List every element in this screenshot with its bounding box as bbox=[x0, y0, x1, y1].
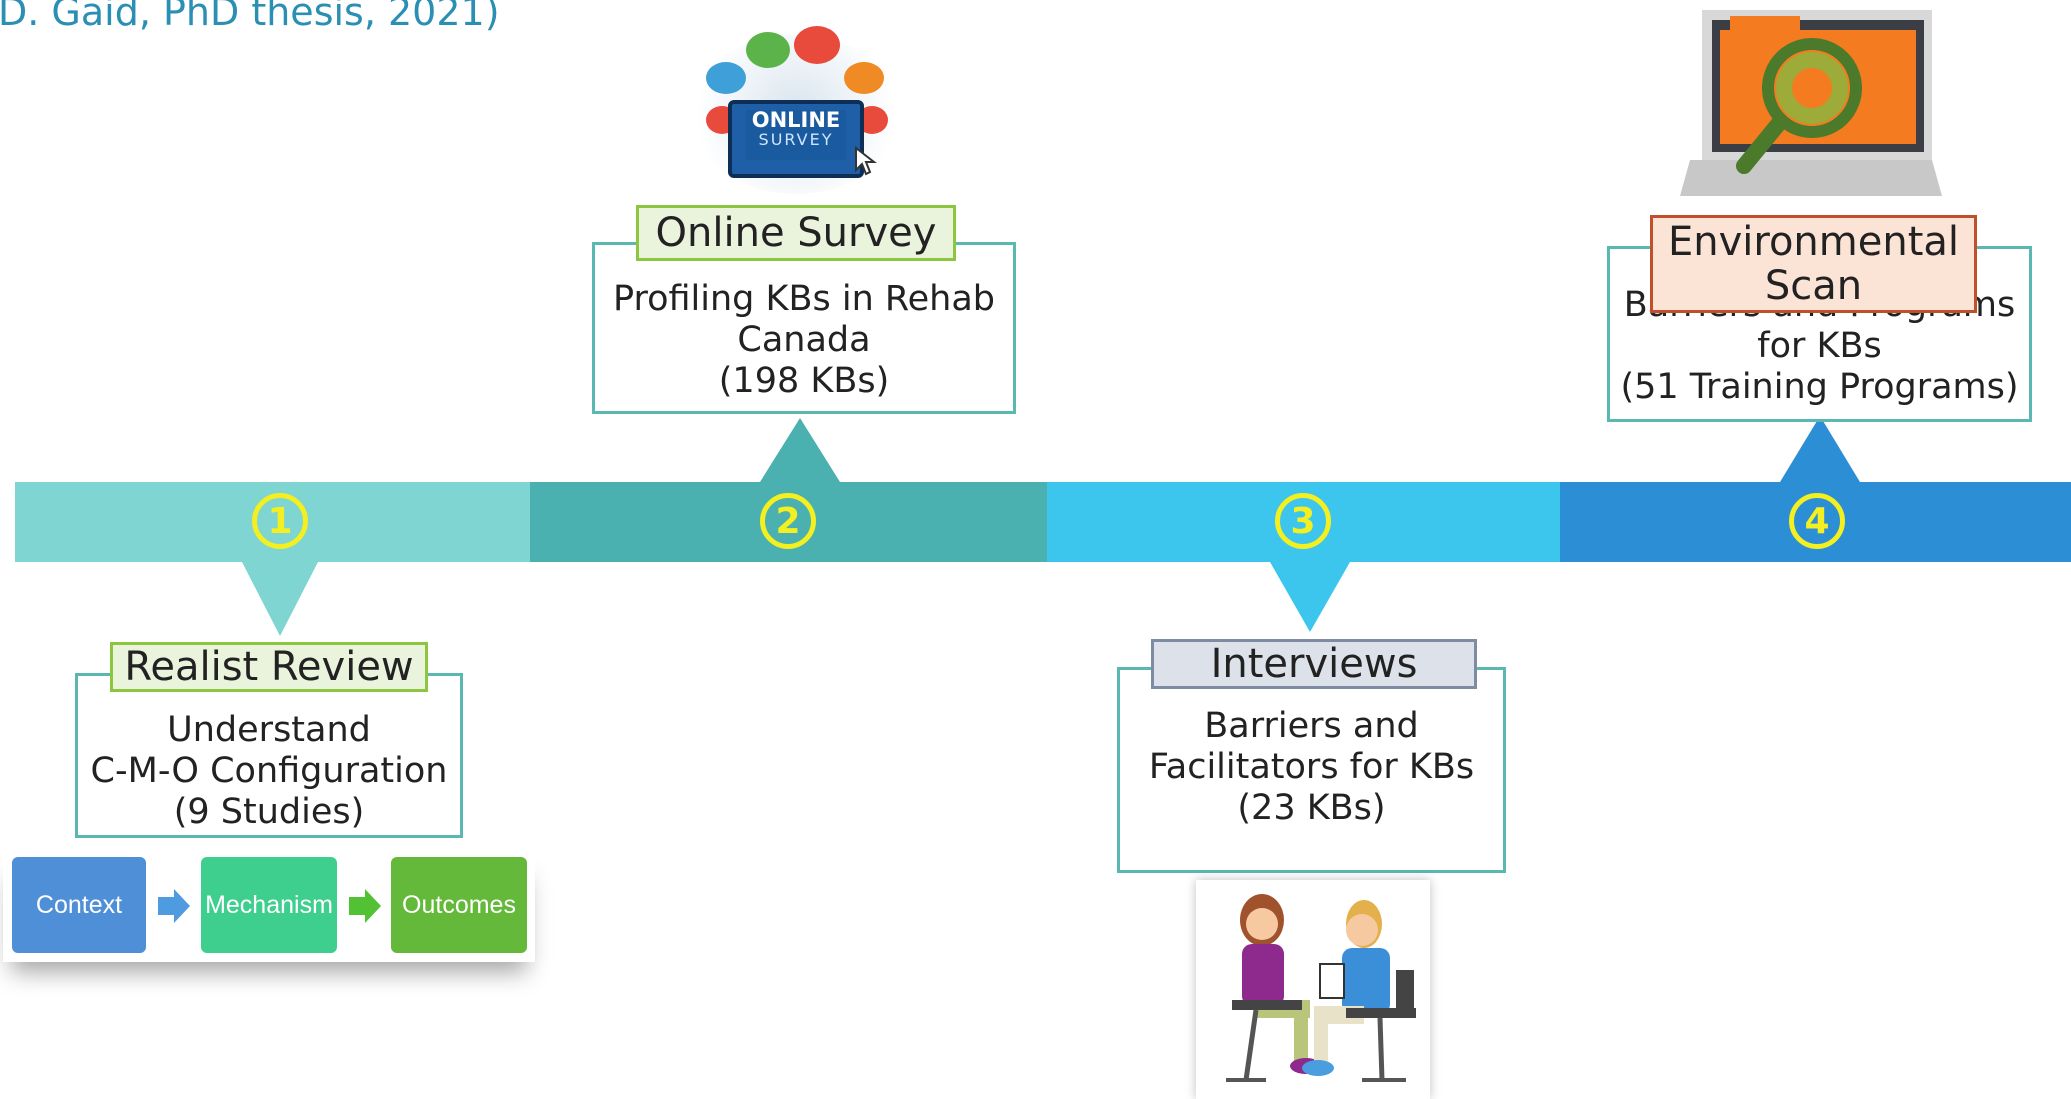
step-number-2: 2 bbox=[760, 493, 816, 549]
cursor-icon bbox=[855, 145, 877, 176]
outcomes-box: Outcomes bbox=[391, 857, 527, 953]
step-3-line-3: (23 KBs) bbox=[1237, 788, 1386, 828]
step-number-3: 3 bbox=[1275, 493, 1331, 549]
step-4-title: Environmental Scan bbox=[1650, 215, 1977, 313]
arrow-icon bbox=[349, 889, 381, 923]
person-bubble-icon bbox=[794, 26, 840, 64]
step-2-line-2: Canada bbox=[737, 320, 871, 360]
step-4-title-line-1: Environmental bbox=[1667, 219, 1960, 265]
step-3-line-2: Facilitators for KBs bbox=[1148, 747, 1475, 787]
cmo-diagram: Context Mechanism Outcomes bbox=[3, 852, 535, 962]
step-4-line-3: (51 Training Programs) bbox=[1620, 367, 2019, 407]
environmental-scan-illustration bbox=[1680, 0, 1942, 214]
step-2-title: Online Survey bbox=[636, 205, 956, 261]
mechanism-box: Mechanism bbox=[201, 857, 337, 953]
step-1-line-2: C-M-O Configuration bbox=[90, 751, 448, 791]
step-2-line-3: (198 KBs) bbox=[718, 361, 890, 401]
step-number-4: 4 bbox=[1789, 493, 1845, 549]
step-1-line-3: (9 Studies) bbox=[173, 792, 365, 832]
people-talking-icon bbox=[1226, 894, 1416, 1082]
laptop-magnifier-icon bbox=[1680, 10, 1942, 196]
step-4-title-line-2: Scan bbox=[1764, 263, 1863, 309]
step-3-title: Interviews bbox=[1151, 639, 1477, 689]
citation-text: D. Gaid, PhD thesis, 2021) bbox=[0, 0, 500, 34]
person-bubble-icon bbox=[706, 62, 746, 94]
step-2-box: Profiling KBs in Rehab Canada (198 KBs) bbox=[592, 242, 1016, 414]
step-number-1: 1 bbox=[252, 493, 308, 549]
step-3-box: Barriers and Facilitators for KBs (23 KB… bbox=[1117, 667, 1506, 873]
step-4-line-2: for KBs bbox=[1757, 326, 1882, 366]
interview-illustration bbox=[1196, 880, 1430, 1099]
person-bubble-icon bbox=[746, 32, 790, 68]
step-1-title: Realist Review bbox=[110, 642, 428, 692]
step-1-box: Understand C-M-O Configuration (9 Studie… bbox=[75, 673, 463, 838]
step-1-line-1: Understand bbox=[167, 710, 371, 750]
person-bubble-icon bbox=[844, 62, 884, 94]
context-box: Context bbox=[12, 857, 146, 953]
online-survey-illustration: ONLINE SURVEY bbox=[676, 22, 916, 202]
arrow-icon bbox=[158, 889, 190, 923]
survey-badge-line2: SURVEY bbox=[758, 130, 834, 149]
step-3-line-1: Barriers and bbox=[1204, 706, 1419, 746]
step-2-line-1: Profiling KBs in Rehab bbox=[612, 279, 996, 319]
survey-badge-line1: ONLINE bbox=[751, 108, 841, 132]
